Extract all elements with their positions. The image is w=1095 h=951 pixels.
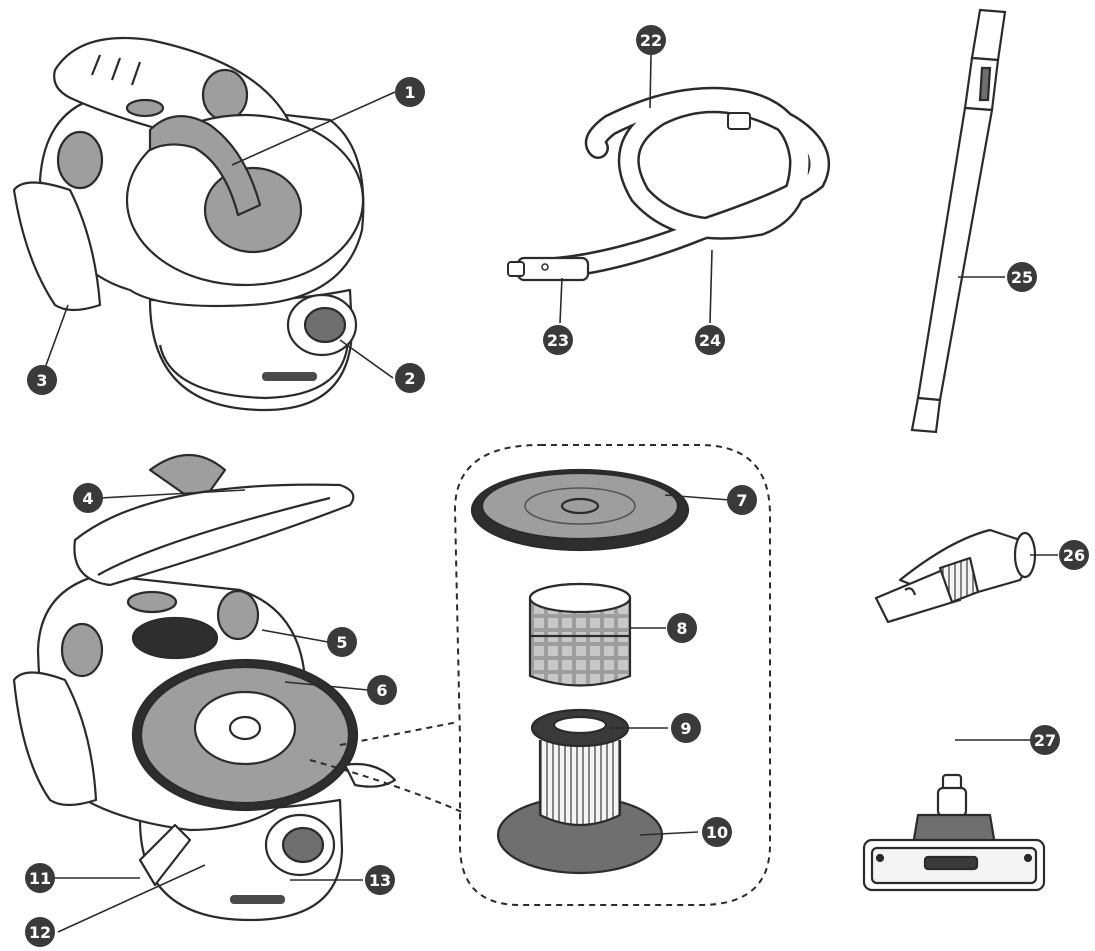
- callout-number: 3: [36, 371, 47, 390]
- filter-set-icon: [470, 468, 690, 875]
- callout-24: 24: [695, 325, 725, 355]
- callout-23: 23: [543, 325, 573, 355]
- callout-25: 25: [1007, 262, 1037, 292]
- callout-number: 22: [640, 31, 662, 50]
- callout-badge-circle: [1030, 725, 1060, 755]
- callout-badge-circle: [727, 485, 757, 515]
- callout-badge-circle: [367, 675, 397, 705]
- callout-number: 27: [1034, 731, 1056, 750]
- callout-badge-circle: [395, 77, 425, 107]
- callout-number: 7: [736, 491, 747, 510]
- callout-number: 25: [1011, 268, 1033, 287]
- callout-badge-circle: [636, 25, 666, 55]
- callout-27: 27: [1030, 725, 1060, 755]
- callout-13: 13: [365, 865, 395, 895]
- callout-badge-circle: [695, 325, 725, 355]
- callout-number: 4: [82, 489, 93, 508]
- callout-2: 2: [395, 363, 425, 393]
- callout-number: 5: [336, 633, 347, 652]
- callout-number: 11: [29, 869, 51, 888]
- vacuum-body-icon: [12, 36, 365, 412]
- callout-number: 12: [29, 923, 51, 942]
- callout-number: 9: [680, 719, 691, 738]
- callout-badge-circle: [327, 627, 357, 657]
- callout-number: 23: [547, 331, 569, 350]
- hose-icon: [507, 86, 830, 282]
- callout-badge-circle: [667, 613, 697, 643]
- callout-badge-circle: [702, 817, 732, 847]
- callout-number: 26: [1063, 546, 1085, 565]
- vacuum-body-open-icon: [12, 453, 397, 922]
- callout-4: 4: [73, 483, 103, 513]
- callout-22: 22: [636, 25, 666, 55]
- callout-26: 26: [1059, 540, 1089, 570]
- floor-brush-icon: [862, 773, 1046, 892]
- callout-badge-circle: [671, 713, 701, 743]
- filter-group-outline: [453, 444, 771, 906]
- callout-number: 24: [699, 331, 721, 350]
- callout-10: 10: [702, 817, 732, 847]
- telescopic-tube-icon: [910, 8, 1007, 434]
- callout-3: 3: [27, 365, 57, 395]
- callout-badge-circle: [1059, 540, 1089, 570]
- filter-group-link-top: [339, 721, 459, 746]
- callout-6: 6: [367, 675, 397, 705]
- leader-lines: [44, 54, 1058, 933]
- callout-12: 12: [25, 917, 55, 947]
- callout-badge-circle: [73, 483, 103, 513]
- callout-number: 8: [676, 619, 687, 638]
- callout-badge-circle: [25, 863, 55, 893]
- callout-1: 1: [395, 77, 425, 107]
- callout-badge-circle: [1007, 262, 1037, 292]
- callout-badge-circle: [25, 917, 55, 947]
- callout-number: 13: [369, 871, 391, 890]
- callout-number: 1: [404, 83, 415, 102]
- filter-group-link-bottom: [309, 759, 463, 813]
- callout-number: 2: [404, 369, 415, 388]
- callout-5: 5: [327, 627, 357, 657]
- callout-number: 10: [706, 823, 728, 842]
- callout-9: 9: [671, 713, 701, 743]
- callout-badge-circle: [27, 365, 57, 395]
- callout-badge-circle: [395, 363, 425, 393]
- callout-8: 8: [667, 613, 697, 643]
- crevice-nozzle-icon: [874, 528, 1037, 624]
- callout-7: 7: [727, 485, 757, 515]
- callout-badge-circle: [365, 865, 395, 895]
- callout-number: 6: [376, 681, 387, 700]
- callout-11: 11: [25, 863, 55, 893]
- callout-badge-circle: [543, 325, 573, 355]
